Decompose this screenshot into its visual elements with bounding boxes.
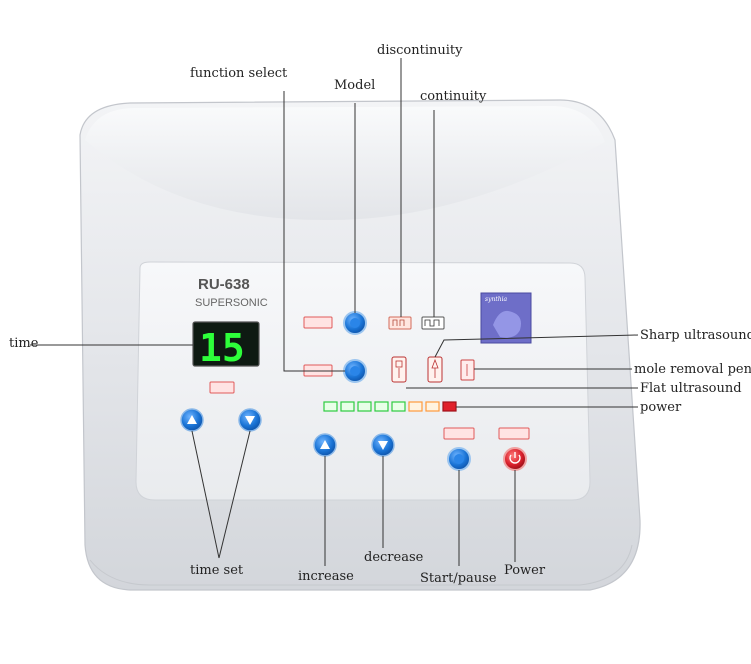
leader-time-set-right	[218, 430, 251, 559]
power-led-2	[340, 401, 355, 412]
label-function-select: function select	[190, 66, 288, 81]
power-led-1	[323, 401, 338, 412]
leader-time-set-left	[191, 430, 220, 559]
label-power-button: Power	[504, 563, 546, 578]
logo-text: synthia	[485, 296, 508, 303]
label-power-level: power	[640, 400, 682, 415]
power-level-bar	[323, 401, 457, 412]
power-led-3	[357, 401, 372, 412]
label-increase: increase	[298, 569, 354, 584]
power-led-7	[425, 401, 440, 412]
power-icon	[509, 454, 521, 464]
time-display: 15	[192, 321, 260, 370]
leader-function-select	[283, 91, 345, 372]
label-discontinuity: discontinuity	[377, 43, 463, 58]
label-continuity: continuity	[420, 89, 487, 104]
power-led-5	[391, 401, 406, 412]
model-name: RU-638	[198, 276, 250, 293]
brand-logo: synthia	[480, 292, 532, 344]
time-down-button[interactable]	[238, 408, 262, 432]
power-led-6	[408, 401, 423, 412]
sharp-ultrasound-probe-icon	[427, 356, 443, 383]
arrow-down-icon	[245, 416, 255, 425]
label-model: Model	[334, 78, 375, 93]
continuity-indicator	[421, 316, 445, 330]
label-time: time	[9, 336, 39, 351]
start-indicator-led	[443, 427, 475, 440]
function-select-button[interactable]	[343, 359, 367, 383]
time-indicator-led	[209, 381, 235, 394]
model-indicator-led	[303, 316, 333, 329]
mole-removal-pen-icon	[460, 359, 475, 381]
time-up-button[interactable]	[180, 408, 204, 432]
model-subtitle: SUPERSONIC	[195, 297, 268, 309]
model-button[interactable]	[343, 311, 367, 335]
increase-button[interactable]	[313, 433, 337, 457]
power-led-4	[374, 401, 389, 412]
display-digits: 15	[199, 326, 245, 370]
arrow-up-icon	[187, 415, 197, 424]
power-button[interactable]	[503, 447, 527, 471]
discontinuity-indicator	[388, 316, 412, 330]
label-start-pause: Start/pause	[420, 571, 497, 586]
start-pause-button[interactable]	[447, 447, 471, 471]
arrow-up-icon	[320, 440, 330, 449]
label-time-set: time set	[190, 563, 244, 578]
label-decrease: decrease	[364, 550, 424, 565]
pulse-wave-icon	[392, 319, 405, 326]
leader-sharp-ultrasound	[434, 334, 639, 358]
power-indicator-led	[498, 427, 530, 440]
label-mole-removal-pen: mole removal pen	[634, 362, 751, 377]
label-flat-ultrasound: Flat ultrasound	[640, 381, 742, 396]
callout-lines	[30, 58, 639, 566]
decrease-button[interactable]	[371, 433, 395, 457]
flat-ultrasound-probe-icon	[391, 356, 407, 383]
square-wave-icon	[424, 319, 440, 327]
label-sharp-ultrasound: Sharp ultrasound	[640, 328, 751, 343]
arrow-down-icon	[378, 441, 388, 450]
power-led-8	[442, 401, 457, 412]
